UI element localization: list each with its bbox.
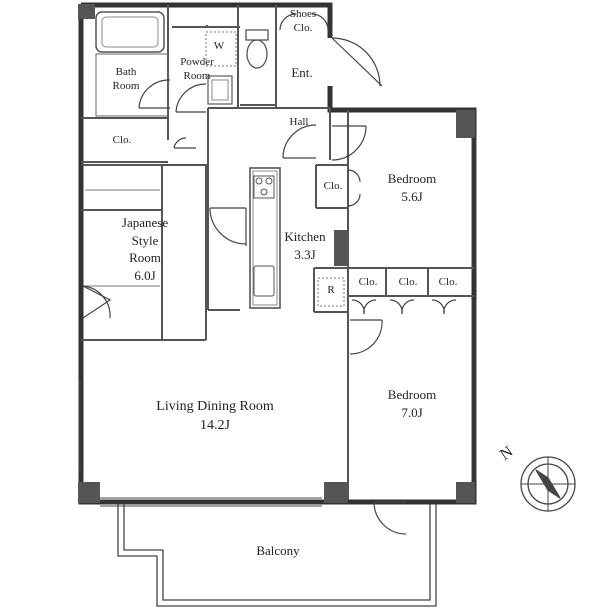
- japanese-room-label: Japanese Style Room 6.0J: [104, 214, 186, 284]
- fridge-mark: R: [327, 284, 335, 296]
- balcony-label: Balcony: [256, 543, 300, 558]
- windows: [79, 140, 477, 507]
- bedroom-bottom-label: Bedroom 7.0J: [372, 386, 452, 421]
- shoes-closet-name-line2: Clo.: [293, 21, 313, 34]
- toilet: [245, 29, 269, 69]
- bathtub: [95, 11, 165, 53]
- living-dining-size: 14.2J: [200, 417, 230, 433]
- kitchen-counter-inner: [252, 170, 278, 306]
- bedroom-bottom-name: Bedroom: [387, 387, 437, 402]
- bedroom-bottom-size: 7.0J: [401, 404, 423, 420]
- living-dining-label: Living Dining Room 14.2J: [130, 398, 300, 436]
- structural-columns: [78, 4, 475, 503]
- compass-north-label: N: [497, 443, 517, 464]
- powder-room-name: Powder: [180, 56, 214, 68]
- kitchen-counter: [249, 167, 281, 309]
- kitchen-name: Kitchen: [284, 229, 326, 244]
- hall-label: Hall: [289, 116, 309, 128]
- bedroom-top-name: Bedroom: [387, 171, 437, 186]
- powder-room-label: Powder Room: [174, 56, 220, 84]
- exterior-walls: [78, 2, 477, 505]
- japanese-room-line2: Style: [131, 232, 159, 248]
- fridge-spot: [317, 277, 345, 307]
- washer-mark: W: [213, 40, 225, 52]
- entrance-label: Ent.: [291, 65, 313, 80]
- shoes-closet-label: Shoes Clo.: [280, 8, 326, 36]
- bath-room-wall: [95, 53, 169, 117]
- closet-left-label: Clo.: [112, 134, 132, 146]
- japanese-room-size: 6.0J: [134, 267, 156, 283]
- balcony-railing: [117, 502, 437, 607]
- sink-basin: [211, 79, 229, 101]
- bedroom-top-size: 5.6J: [401, 188, 423, 204]
- bath-room-name-line2: Room: [112, 79, 140, 92]
- closet-row-2-label: Clo.: [398, 276, 418, 288]
- japanese-room-line3: Room: [129, 250, 161, 266]
- stove: [253, 175, 275, 199]
- living-dining-name: Living Dining Room: [156, 399, 274, 414]
- powder-room-name-line2: Room: [183, 69, 211, 82]
- closet-row-3-label: Clo.: [438, 276, 458, 288]
- kitchen-sink: [253, 265, 275, 297]
- sink: [207, 75, 233, 105]
- tatami-lines: [85, 189, 160, 287]
- bath-room-label: Bath Room: [104, 66, 148, 94]
- door-swings: [82, 13, 457, 535]
- bedroom-top-label: Bedroom 5.6J: [372, 170, 452, 205]
- closet-kitchen-label: Clo.: [323, 180, 343, 192]
- shoes-closet-name: Shoes: [289, 8, 317, 20]
- bathtub-inner: [101, 16, 159, 48]
- kitchen-label: Kitchen 3.3J: [272, 228, 338, 263]
- compass-rose: [520, 456, 576, 512]
- bath-room-name: Bath: [115, 66, 137, 78]
- japanese-room-line1: Japanese: [121, 215, 169, 230]
- closet-row-1-label: Clo.: [358, 276, 378, 288]
- kitchen-size: 3.3J: [294, 246, 316, 262]
- interior-walls: [81, 5, 474, 500]
